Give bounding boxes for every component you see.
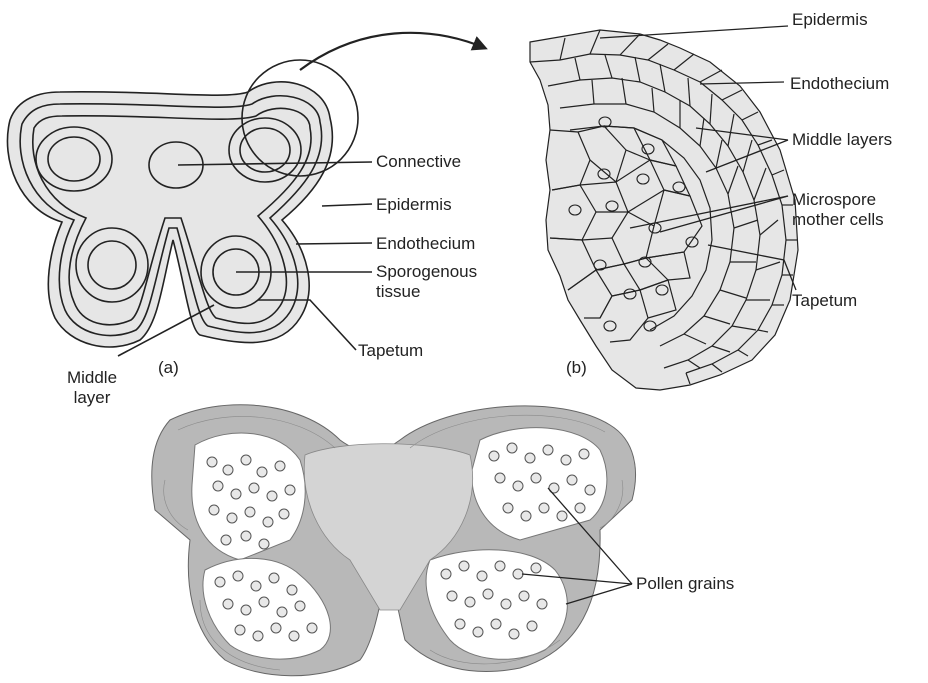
label-connective: Connective <box>376 152 461 172</box>
label-tapetum-a: Tapetum <box>358 341 423 361</box>
label-middle-layer-line2: layer <box>62 388 122 408</box>
anther-micrograph <box>152 405 636 676</box>
anther-wall-b <box>530 26 798 390</box>
leader-epidermis-b <box>600 26 788 38</box>
panel-label-b: (b) <box>566 358 587 378</box>
magnify-arrow <box>300 33 485 70</box>
label-epidermis-a: Epidermis <box>376 195 452 215</box>
label-tapetum-b: Tapetum <box>792 291 857 311</box>
label-microspore-line1: Microspore <box>792 190 876 210</box>
label-sporogenous-line1: Sporogenous <box>376 262 477 282</box>
leader-endothecium-a <box>296 243 372 244</box>
panel-label-a: (a) <box>158 358 179 378</box>
anther-outer-wall <box>7 82 332 347</box>
label-middle-layer-line1: Middle <box>62 368 122 388</box>
label-endothecium-a: Endothecium <box>376 234 475 254</box>
label-pollen-grains: Pollen grains <box>636 574 734 594</box>
cavity-upper-left <box>192 433 305 560</box>
label-endothecium-b: Endothecium <box>790 74 889 94</box>
label-middle-layers: Middle layers <box>792 130 892 150</box>
label-sporogenous-line2: tissue <box>376 282 420 302</box>
label-microspore-line2: mother cells <box>792 210 884 230</box>
leader-epidermis-a <box>322 204 372 206</box>
label-epidermis-b: Epidermis <box>792 10 868 30</box>
